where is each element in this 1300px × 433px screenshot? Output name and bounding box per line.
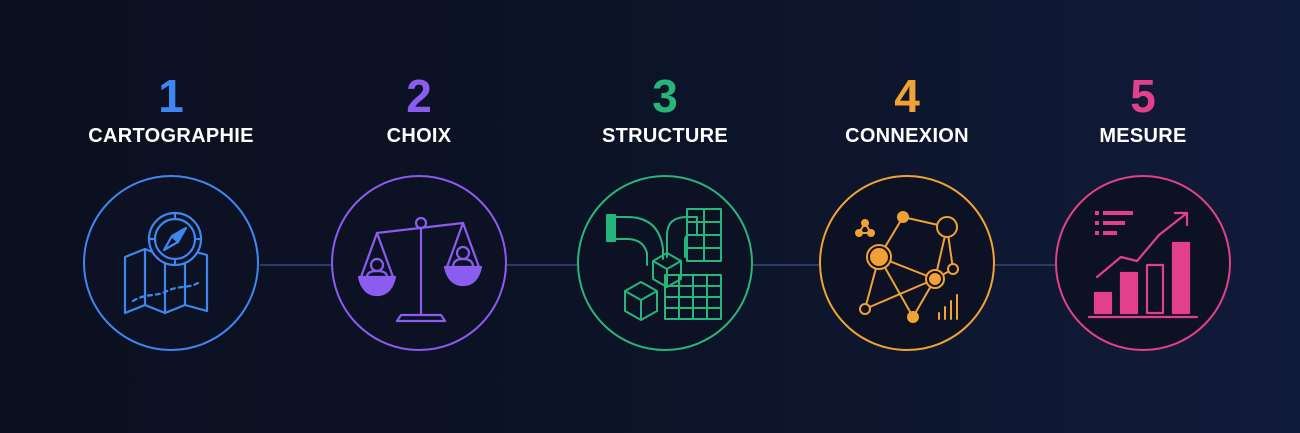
step-title: CHOIX <box>386 125 452 147</box>
compass-map-icon <box>123 211 209 315</box>
step-circle <box>331 175 507 351</box>
step-number: 3 <box>652 70 678 122</box>
step-circle <box>1055 175 1231 351</box>
step-4: 4 CONNEXION <box>807 0 1007 433</box>
step-3: 3 STRUCTURE <box>565 0 765 433</box>
growth-bar-chart-icon <box>1087 211 1199 319</box>
step-number: 4 <box>894 70 920 122</box>
step-circle <box>577 175 753 351</box>
step-circle <box>819 175 995 351</box>
step-circle <box>83 175 259 351</box>
network-nodes-icon <box>855 211 959 323</box>
step-number: 5 <box>1130 70 1156 122</box>
step-5: 5 MESURE <box>1043 0 1243 433</box>
step-number: 2 <box>406 70 432 122</box>
step-number: 1 <box>158 70 184 122</box>
step-title: CARTOGRAPHIE <box>88 125 254 147</box>
connector-line <box>753 264 823 266</box>
balance-scale-icon <box>357 216 483 323</box>
pipes-blocks-grid-icon <box>606 208 722 321</box>
connector-line <box>991 264 1060 266</box>
step-title: CONNEXION <box>845 125 969 147</box>
step-title: STRUCTURE <box>601 125 729 147</box>
connector-line <box>260 264 332 266</box>
connector-line <box>507 264 579 266</box>
step-title: MESURE <box>1099 125 1187 147</box>
step-2: 2 CHOIX <box>319 0 519 433</box>
step-1: 1 CARTOGRAPHIE <box>71 0 271 433</box>
